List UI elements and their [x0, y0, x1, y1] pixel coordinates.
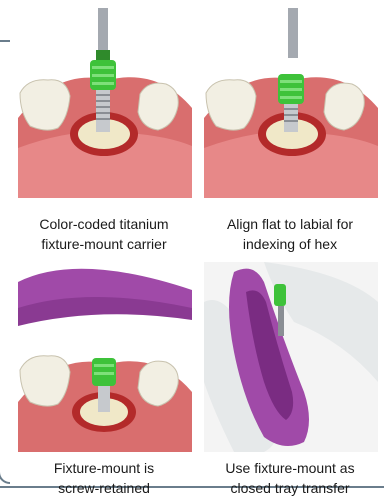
caption-screw-retained: Fixture-mount is screw-retained [14, 458, 194, 498]
caption-fixture-mount-carrier: Color-coded titanium fixture-mount carri… [14, 214, 194, 254]
illustration-screw-retained [18, 262, 192, 452]
illustration-align-flat-labial [204, 8, 378, 198]
illustration-fixture-mount-carrier [18, 8, 192, 198]
caption-line: Align flat to labial for [200, 214, 380, 234]
caption-closed-tray-transfer: Use fixture-mount as closed tray transfe… [200, 458, 380, 498]
caption-line: screw-retained [14, 478, 194, 498]
page-frame-left [0, 40, 10, 484]
caption-line: fixture-mount carrier [14, 234, 194, 254]
caption-line: Use fixture-mount as [200, 458, 380, 478]
illustration-closed-tray-transfer [204, 262, 378, 452]
caption-line: indexing of hex [200, 234, 380, 254]
caption-align-flat-labial: Align flat to labial for indexing of hex [200, 214, 380, 254]
caption-line: Color-coded titanium [14, 214, 194, 234]
caption-line: Fixture-mount is [14, 458, 194, 478]
caption-line: closed tray transfer [200, 478, 380, 498]
